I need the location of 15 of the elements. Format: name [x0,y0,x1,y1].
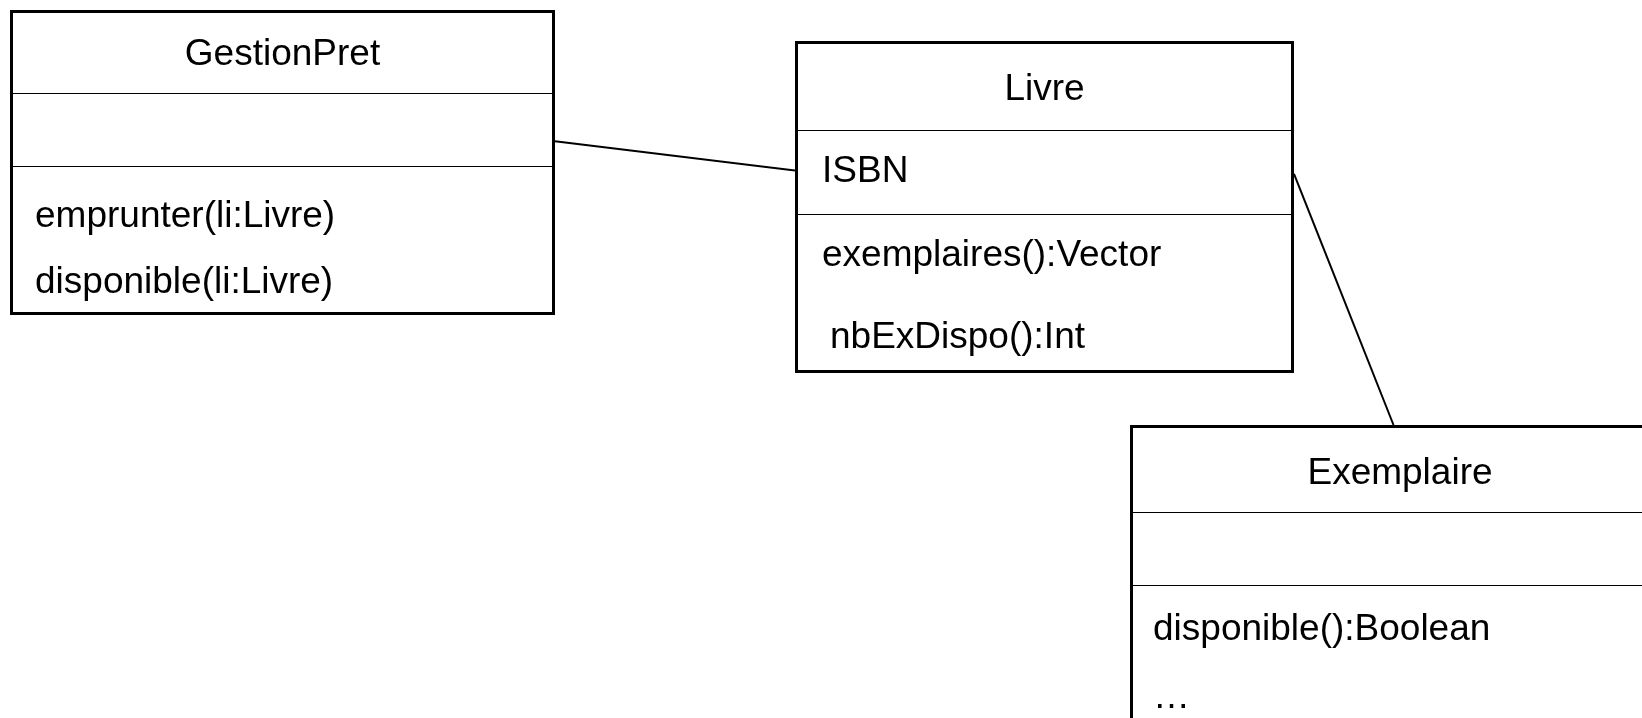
attribute-text: ISBN [822,148,909,192]
class-name: Exemplaire [1306,450,1494,494]
class-name: Livre [1003,66,1086,110]
method-text: exemplaires():Vector [822,232,1162,276]
class-box [1130,425,1642,718]
class-box [10,10,555,315]
class-name: GestionPret [183,31,382,75]
method-text: disponible():Boolean [1153,606,1491,650]
method-text: emprunter(li:Livre) [35,193,336,237]
association-line [554,140,796,172]
method-text: nbExDispo():Int [830,314,1085,358]
class-box [795,41,1294,373]
association-line [1293,172,1395,426]
method-text: … [1153,674,1190,718]
method-text: disponible(li:Livre) [35,259,334,303]
